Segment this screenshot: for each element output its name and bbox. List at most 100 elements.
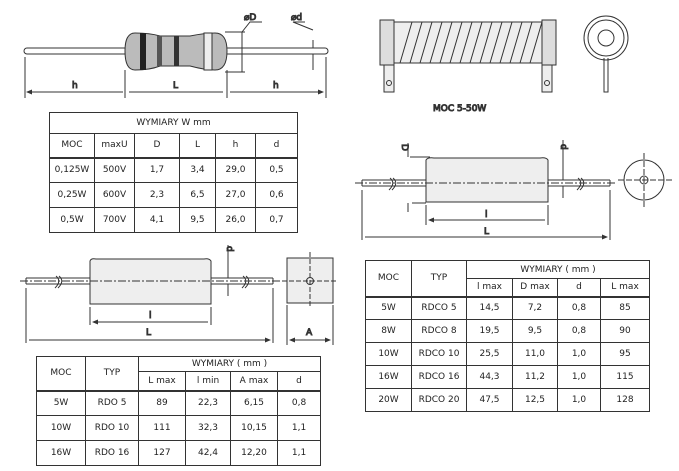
table-cell: 10W <box>365 342 412 366</box>
col-header: d <box>254 133 299 159</box>
table-cell: 90 <box>599 319 651 343</box>
table-cell: RDCO 10 <box>411 342 467 366</box>
table-cell: 25,5 <box>466 342 513 366</box>
d-label: d <box>558 144 568 150</box>
table-cell: 11,2 <box>512 365 558 389</box>
d-label-4: d <box>224 246 234 252</box>
col-header: d <box>557 278 601 298</box>
wirewound-resistor-drawing <box>379 15 629 93</box>
table-cell: 7,2 <box>512 296 558 320</box>
table-cell: 95 <box>599 342 651 366</box>
col-header: L max <box>599 278 651 298</box>
table-cell: 5W <box>365 296 412 320</box>
moc-header: MOC <box>365 260 412 298</box>
table-cell: 0,25W <box>49 182 95 208</box>
table-cell: 11,0 <box>512 342 558 366</box>
table-cell: 1,1 <box>276 415 322 441</box>
table-cell: RDO 10 <box>85 415 139 441</box>
group-header: WYMIARY ( mm ) <box>465 260 651 279</box>
table-cell: RDO 16 <box>85 440 139 466</box>
h-left-label: h <box>72 81 78 91</box>
L-label: L <box>173 81 178 91</box>
col-header: l min <box>185 371 231 392</box>
table-cell: 5W <box>36 390 86 416</box>
table1-title: WYMIARY W mm <box>48 112 299 134</box>
table-cell: 85 <box>599 296 651 320</box>
table-cell: 32,3 <box>185 415 231 441</box>
col-header: D <box>134 133 180 159</box>
table-cell: 12,20 <box>230 440 278 466</box>
axial-ceramic-resistor-drawing <box>355 140 672 240</box>
table-cell: 0,5W <box>49 207 95 233</box>
col-header: A max <box>230 371 278 392</box>
col-header: maxU <box>94 133 135 159</box>
moc-header: MOC <box>36 356 86 392</box>
col-header: D max <box>512 278 558 298</box>
L-label-4: L <box>146 328 151 338</box>
table-cell: RDCO 5 <box>411 296 467 320</box>
table-cell: 700V <box>94 207 135 233</box>
table-cell: 14,5 <box>466 296 513 320</box>
table-cell: 44,3 <box>466 365 513 389</box>
table-cell: 600V <box>94 182 135 208</box>
table-header-row: MOC maxU D L h d <box>49 133 299 159</box>
axial-resistor-drawing <box>24 21 328 98</box>
col-header: h <box>215 133 256 159</box>
group-header: WYMIARY ( mm ) <box>137 356 322 372</box>
table-cell: 9,5 <box>179 207 216 233</box>
table-cell: 127 <box>138 440 186 466</box>
A-label: A <box>306 328 313 338</box>
table-cell: 1,0 <box>557 388 601 412</box>
table-cell: 29,0 <box>215 157 256 183</box>
D-label: D <box>399 144 409 151</box>
table-cell: 111 <box>138 415 186 441</box>
table-cell: 22,3 <box>185 390 231 416</box>
col-header: d <box>276 371 322 392</box>
dimensions-table-rdo: MOC TYP WYMIARY ( mm ) L max l min A max… <box>36 356 322 466</box>
table-cell: 128 <box>599 388 651 412</box>
table-cell: 26,0 <box>215 207 256 233</box>
table-cell: 89 <box>138 390 186 416</box>
table-cell: RDO 5 <box>85 390 139 416</box>
table-cell: 3,4 <box>179 157 216 183</box>
table-cell: 42,4 <box>185 440 231 466</box>
h-right-label: h <box>273 81 279 91</box>
col-header: L <box>179 133 216 159</box>
table-cell: 1,0 <box>557 365 601 389</box>
table-cell: 9,5 <box>512 319 558 343</box>
typ-header: TYP <box>411 260 467 298</box>
table-cell: 1,1 <box>276 440 322 466</box>
col-header: L max <box>138 371 186 392</box>
table-cell: 2,3 <box>134 182 180 208</box>
table-cell: 12,5 <box>512 388 558 412</box>
dimensions-table-rdco: MOC TYP WYMIARY ( mm ) l max D max d L m… <box>365 260 651 412</box>
table-cell: 0,8 <box>276 390 322 416</box>
typ-header: TYP <box>85 356 139 392</box>
table-cell: 0,6 <box>254 182 299 208</box>
table-cell: RDCO 20 <box>411 388 467 412</box>
table-cell: RDCO 8 <box>411 319 467 343</box>
table-cell: 4,1 <box>134 207 180 233</box>
table-cell: 10,15 <box>230 415 278 441</box>
table-cell: 10W <box>36 415 86 441</box>
table-cell: 19,5 <box>466 319 513 343</box>
l-label-4: l <box>149 311 152 321</box>
table-cell: 0,7 <box>254 207 299 233</box>
axial-rdo-resistor-drawing <box>20 245 338 345</box>
table-cell: 27,0 <box>215 182 256 208</box>
table-cell: RDCO 16 <box>411 365 467 389</box>
table-cell: 16W <box>365 365 412 389</box>
table-cell: 6,15 <box>230 390 278 416</box>
